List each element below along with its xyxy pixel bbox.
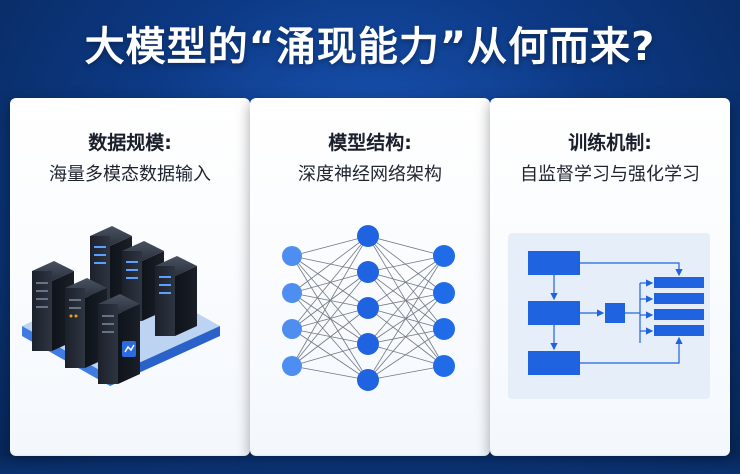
card-training-mechanism: 训练机制: 自监督学习与强化学习 — [490, 98, 730, 456]
card-title: 训练机制: — [568, 132, 652, 154]
server-rack-icon — [22, 226, 220, 386]
bottom-glow — [0, 454, 740, 474]
card-model-structure: 模型结构: 深度神经网络架构 — [250, 98, 490, 456]
card-subtitle: 自监督学习与强化学习 — [520, 164, 700, 185]
page-title: 大模型的“涌现能力”从何而来? — [84, 24, 656, 70]
card-subtitle: 深度神经网络架构 — [298, 164, 442, 185]
card-title: 模型结构: — [328, 132, 412, 154]
card-subtitle: 海量多模态数据输入 — [49, 164, 211, 185]
card-title: 数据规模: — [88, 132, 172, 154]
card-data-scale: 数据规模: 海量多模态数据输入 — [10, 98, 250, 456]
neural-network-icon — [282, 225, 455, 391]
flow-diagram-icon — [528, 251, 704, 375]
